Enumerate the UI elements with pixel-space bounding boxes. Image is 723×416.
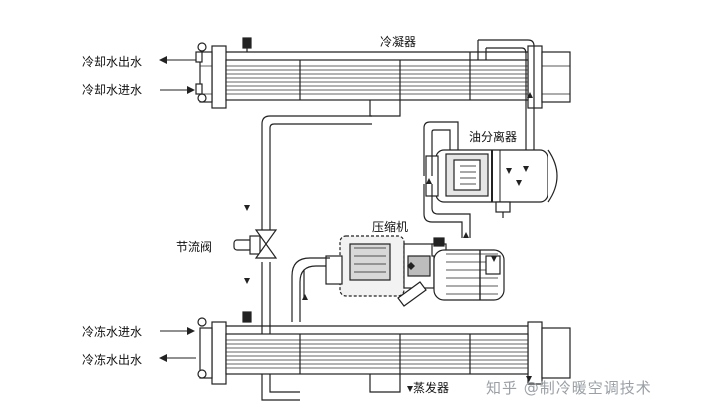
- throttle-valve-icon: [233, 229, 278, 259]
- evaporator-label: 蒸发器: [413, 381, 450, 395]
- condenser-unit: [195, 37, 571, 117]
- compressor-label: 压缩机: [372, 220, 409, 234]
- liquid-line: [261, 115, 372, 401]
- evaporator-valve-icon: [242, 311, 252, 323]
- condenser-tube-bundle: [226, 65, 528, 95]
- suction-line: [291, 257, 330, 322]
- condenser-label: 冷凝器: [380, 35, 417, 49]
- cooling-water-in-label: 冷却水进水: [82, 83, 143, 97]
- evaporator-tube-bundle: [226, 339, 528, 369]
- compressor-unit: [303, 235, 505, 307]
- compressor-discharge-line: [423, 184, 471, 238]
- throttle-valve-label: 节流阀: [176, 240, 213, 254]
- chilled-water-out-label: 冷冻水出水: [82, 353, 143, 367]
- condenser-valve-icon: [242, 37, 252, 52]
- chilled-water-in-label: 冷冻水进水: [82, 325, 143, 339]
- flow-arrow-icon: [527, 92, 533, 98]
- oil-separator-unit: [423, 121, 558, 218]
- discharge-line: [477, 39, 535, 150]
- evaporator-unit: [197, 311, 571, 393]
- cooling-water-out-label: 冷却水出水: [82, 55, 143, 69]
- oil-separator-label: 油分离器: [469, 130, 518, 144]
- watermark: 知乎 @制冷暖空调技术: [486, 379, 652, 397]
